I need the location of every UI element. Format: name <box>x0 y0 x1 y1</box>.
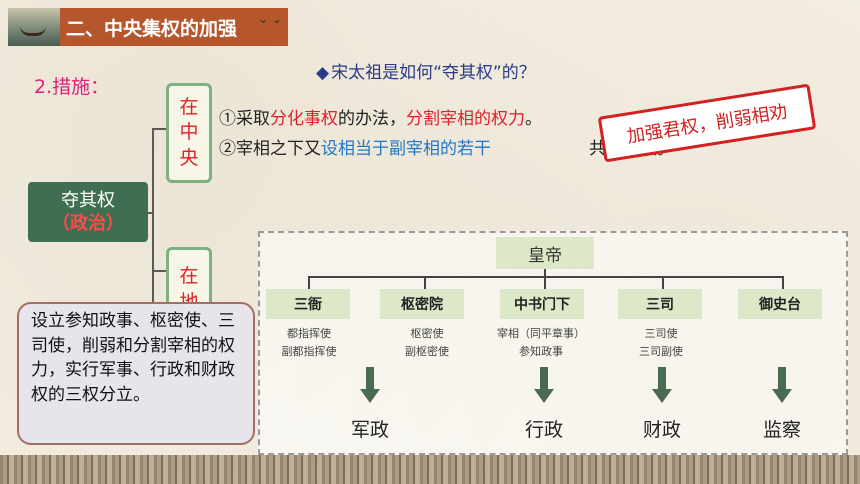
government-structure-diagram: 皇帝 三衙 枢密院 中书门下 三司 御史台 都指挥使 副都指挥使 枢密使 副枢密… <box>258 231 848 455</box>
tree-line <box>662 276 664 289</box>
org-zhongshumenxia: 中书门下 <box>500 289 584 319</box>
org-sanya: 三衙 <box>266 289 350 319</box>
point-1-mid: 的办法， <box>338 109 406 129</box>
org-yushitai: 御史台 <box>738 289 822 319</box>
section-header: 二、中央集权的加强 <box>8 8 288 46</box>
official-title: 副都指挥使 <box>281 344 337 358</box>
section-title: 二、中央集权的加强 <box>66 17 238 40</box>
point-1-suffix: 。 <box>525 109 542 129</box>
official-title: 都指挥使 <box>287 327 331 340</box>
point-1-prefix: ①采取 <box>219 109 270 129</box>
org-shumiyuan: 枢密院 <box>380 289 464 319</box>
point-1: ①采取分化事权的办法，分割宰相的权力。 <box>219 104 542 129</box>
official-title: 三司使 <box>644 327 678 340</box>
point-2-highlight: 设相当于副宰相的若干 <box>321 139 491 159</box>
arrow-down-icon <box>360 367 380 405</box>
official-title: 参知政事 <box>519 344 563 358</box>
flying-birds-icon: ⌄ ⌄ <box>258 12 282 26</box>
main-node-title: 夺其权 <box>61 189 115 211</box>
point-1-highlight: 分割宰相的权力 <box>406 109 525 129</box>
official-title: 副枢密使 <box>405 344 449 358</box>
function-label: 军政 <box>350 419 389 441</box>
org-officials: 宰相（同平章事） 参知政事 <box>486 325 596 360</box>
point-2-prefix: ②宰相之下又 <box>219 139 321 159</box>
function-label: 监察 <box>762 419 801 441</box>
function-label: 行政 <box>524 419 563 441</box>
point-1-highlight: 分化事权 <box>270 109 338 129</box>
main-node: 夺其权 （政治） <box>28 182 148 242</box>
diamond-icon: ◆ <box>316 63 330 83</box>
arrow-down-icon <box>772 367 792 405</box>
arrow-down-icon <box>534 367 554 405</box>
landscape-painting-icon <box>8 8 60 46</box>
official-title: 枢密使 <box>410 327 444 340</box>
tree-line <box>544 269 546 277</box>
decorative-bottom-band <box>0 455 860 484</box>
local-box-char: 在 <box>179 265 199 287</box>
question-text: 宋太祖是如何“夺其权”的？ <box>331 63 536 83</box>
tree-line <box>424 276 426 289</box>
arrow-down-icon <box>652 367 672 405</box>
connector-line <box>152 128 168 130</box>
main-node-subtitle: （政治） <box>52 213 124 234</box>
function-label: 财政 <box>642 419 681 441</box>
emperor-node: 皇帝 <box>496 237 594 269</box>
question-heading: ◆宋太祖是如何“夺其权”的？ <box>316 58 536 83</box>
tree-line <box>782 276 784 289</box>
measure-label: 2.措施： <box>34 76 110 98</box>
tree-line <box>544 276 546 289</box>
org-officials: 都指挥使 副都指挥使 <box>254 325 364 360</box>
central-box: 在 中 央 <box>166 83 212 183</box>
official-title: 宰相（同平章事） <box>497 327 585 340</box>
central-box-char: 在 <box>179 95 199 118</box>
central-box-char: 中 <box>179 121 199 144</box>
summary-note: 设立参知政事、枢密使、三司使，削弱和分割宰相的权力，实行军事、行政和财政权的三权… <box>17 302 255 445</box>
connector-line <box>148 212 154 214</box>
central-box-char: 央 <box>179 146 199 169</box>
connector-line <box>152 128 154 308</box>
connector-line <box>152 270 168 272</box>
org-officials: 枢密使 副枢密使 <box>372 325 482 360</box>
org-officials: 三司使 三司副使 <box>606 325 716 360</box>
official-title: 三司副使 <box>639 344 683 358</box>
tree-line <box>308 276 310 289</box>
org-sansi: 三司 <box>618 289 702 319</box>
